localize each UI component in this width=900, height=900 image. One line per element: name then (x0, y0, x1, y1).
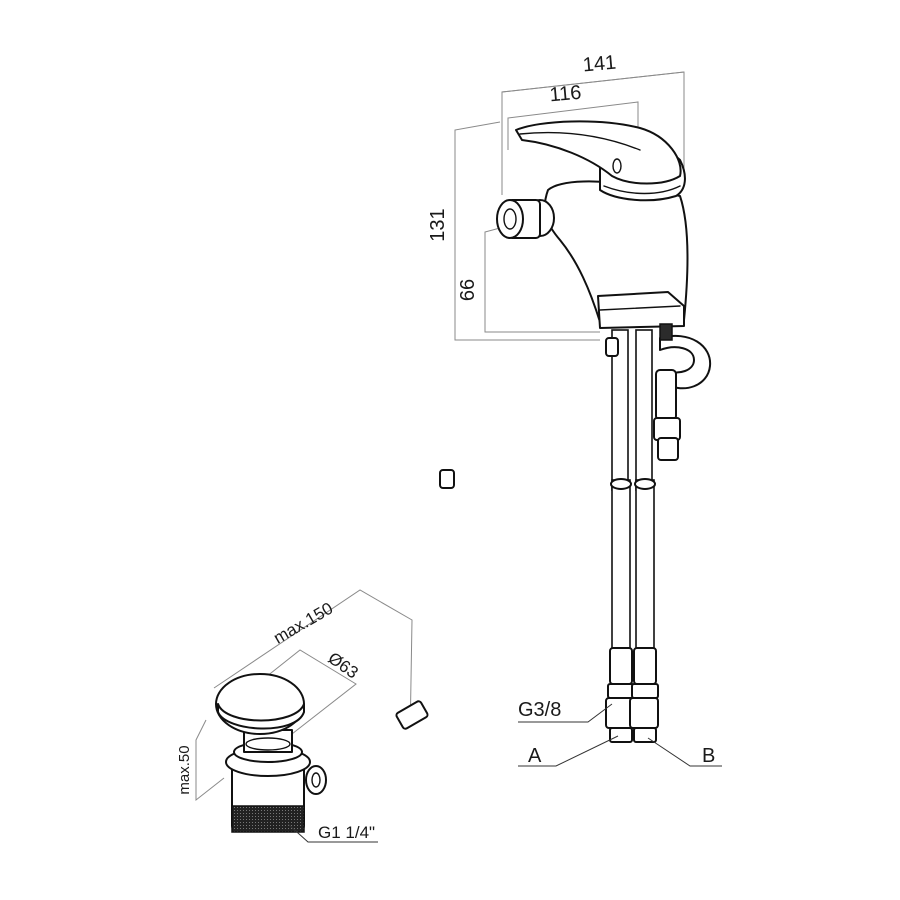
dimension-131: 131 (427, 208, 449, 241)
faucet-dimension-lines (454, 71, 685, 341)
label-a: A (528, 745, 542, 767)
dimension-d63: Ø63 (325, 648, 362, 682)
label-b: B (702, 745, 715, 767)
lift-rod-coupling (653, 323, 712, 461)
label-g38: G3/8 (518, 699, 561, 721)
dimension-max50: max.50 (176, 745, 193, 794)
waste-thread-leader (287, 823, 378, 843)
label-g114: G1 1/4" (318, 823, 375, 842)
faucet-body (496, 120, 689, 329)
dimension-66: 66 (457, 279, 479, 301)
dimension-max150: max.150 (270, 599, 336, 648)
dimension-116: 116 (549, 82, 583, 107)
flexible-hoses (605, 329, 659, 743)
hose-label-leaders (518, 703, 722, 767)
dimension-141: 141 (582, 52, 617, 77)
